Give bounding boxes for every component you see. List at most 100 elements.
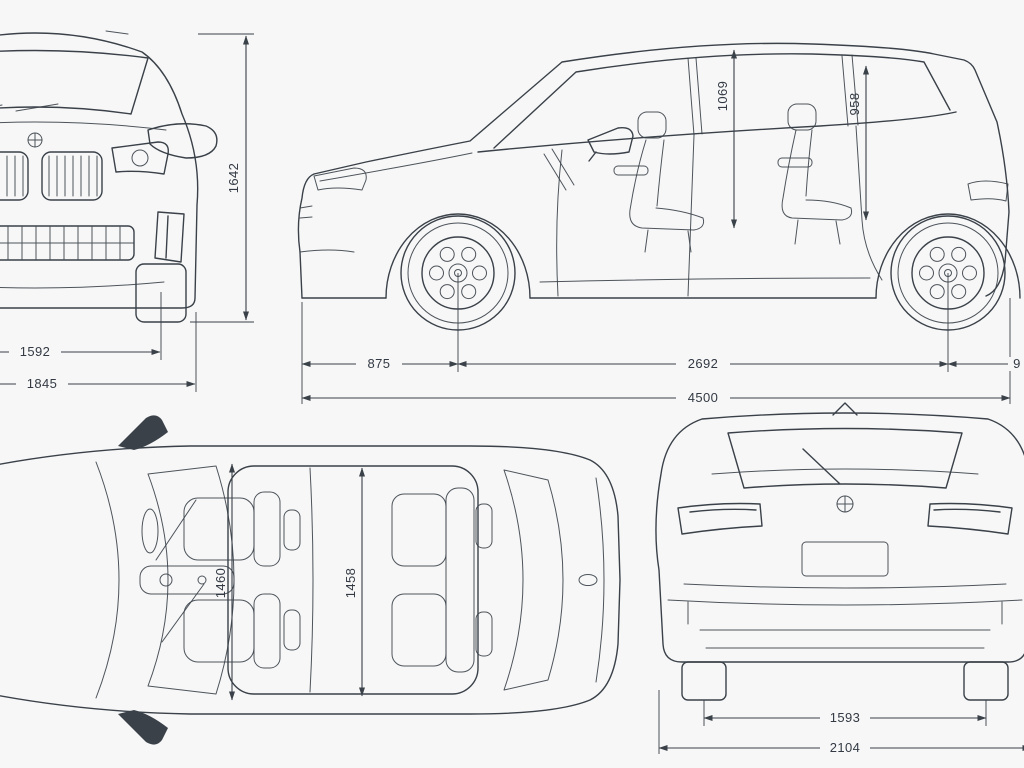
front-view: 1642 1592 1845 bbox=[0, 30, 254, 392]
dim-label-bg bbox=[820, 741, 870, 755]
side-interior-seats bbox=[543, 103, 853, 253]
top-rear-bench-backrest bbox=[445, 487, 475, 673]
rear-taillights bbox=[677, 502, 1013, 535]
side-wheel-arches bbox=[385, 213, 1021, 299]
top-rear-window bbox=[503, 469, 605, 691]
rear-wheel-left bbox=[681, 661, 727, 701]
dim-text-2104: 2104 bbox=[830, 740, 861, 755]
side-extension-lines bbox=[301, 273, 1011, 404]
top-front-seat-right-headrest bbox=[283, 609, 301, 651]
dim-text-rear-overhang: 9 bbox=[1013, 356, 1021, 371]
dim-text-1642: 1642 bbox=[226, 163, 241, 194]
roundel-cross bbox=[27, 132, 43, 148]
top-sunroof-divider bbox=[309, 467, 314, 693]
front-corner-intakes bbox=[154, 211, 185, 263]
front-wipers bbox=[0, 103, 59, 112]
dim-text-2692: 2692 bbox=[688, 356, 719, 371]
top-front-seat-left-headrest bbox=[283, 509, 301, 551]
front-extension-lines bbox=[160, 33, 254, 392]
rear-window bbox=[727, 427, 963, 489]
side-front-headrest bbox=[637, 111, 667, 139]
dim-label-1458: 1458 bbox=[343, 568, 358, 599]
dim-label-bg bbox=[820, 711, 870, 725]
headlight-right-lens bbox=[131, 149, 149, 167]
rim-holes bbox=[429, 246, 487, 300]
rear-body-outline bbox=[655, 412, 1024, 663]
top-antenna-fin bbox=[578, 574, 598, 586]
top-wipers bbox=[155, 499, 205, 643]
top-shifter bbox=[159, 573, 173, 587]
dim-label-1069: 1069 bbox=[715, 81, 730, 112]
grille-left-kidney bbox=[0, 151, 29, 201]
mesh-grid bbox=[0, 226, 135, 260]
dim-text-1460: 1460 bbox=[213, 568, 228, 599]
dim-text-1458: 1458 bbox=[343, 568, 358, 599]
front-body-outline bbox=[0, 32, 199, 309]
dim-label-bg bbox=[356, 357, 402, 371]
side-door-handle-front bbox=[613, 165, 649, 176]
dim-text-4500: 4500 bbox=[688, 390, 719, 405]
dim-label-bg bbox=[9, 345, 61, 359]
dim-label-bg bbox=[1008, 357, 1024, 371]
top-body-outline bbox=[0, 445, 621, 715]
top-mirror-left bbox=[118, 415, 168, 450]
side-pillars bbox=[687, 54, 859, 136]
front-windshield bbox=[0, 49, 149, 115]
front-roof-rails bbox=[105, 30, 129, 35]
rim-holes bbox=[919, 246, 977, 300]
front-hood-line bbox=[0, 121, 167, 131]
front-kidney-grille bbox=[0, 151, 103, 201]
rear-bumper-diffuser bbox=[687, 601, 1003, 649]
top-roof-panel bbox=[227, 465, 479, 695]
front-lower-mesh bbox=[0, 225, 135, 261]
side-rear-details bbox=[539, 180, 1009, 283]
rear-antenna-fin bbox=[832, 402, 858, 416]
side-mirror bbox=[587, 126, 634, 162]
rear-extension-lines bbox=[658, 690, 987, 754]
rear-tailgate-lines bbox=[667, 468, 1023, 606]
front-bmw-roundel bbox=[27, 132, 43, 148]
dim-label-bg bbox=[16, 377, 68, 391]
top-front-seat-right-cushion bbox=[183, 599, 255, 663]
rear-view: 1593 2104 bbox=[655, 402, 1024, 755]
dim-text-1593: 1593 bbox=[830, 710, 861, 725]
dim-label-bg bbox=[676, 391, 730, 405]
side-view: 1069 958 875 2692 9 4500 bbox=[297, 42, 1024, 405]
dim-label-height: 1642 bbox=[226, 163, 241, 194]
top-front-seat-left-cushion bbox=[183, 497, 255, 561]
top-console-dial bbox=[197, 575, 207, 585]
side-door-cuts bbox=[556, 125, 883, 297]
top-rear-headrest-left bbox=[475, 503, 493, 549]
dim-text-1069: 1069 bbox=[715, 81, 730, 112]
top-view: 1460 1458 bbox=[0, 415, 621, 745]
rear-wheel-right bbox=[963, 661, 1009, 701]
top-rear-seat-left-cushion bbox=[391, 493, 447, 567]
dim-text-875: 875 bbox=[368, 356, 391, 371]
side-front-details bbox=[299, 152, 473, 253]
front-lower-lip bbox=[0, 281, 165, 289]
side-front-seat bbox=[629, 139, 705, 253]
top-front-seat-right-backrest bbox=[253, 593, 281, 669]
grille-slats bbox=[6, 155, 98, 197]
side-greenhouse bbox=[493, 53, 951, 149]
dim-text-1845: 1845 bbox=[27, 376, 58, 391]
top-seats bbox=[139, 487, 493, 673]
side-rear-seat bbox=[781, 129, 853, 245]
top-front-seat-left-backrest bbox=[253, 491, 281, 567]
dim-text-958: 958 bbox=[847, 93, 862, 116]
rear-license-plate bbox=[801, 541, 889, 577]
top-steering-wheel bbox=[141, 508, 159, 554]
dim-label-bg bbox=[676, 357, 730, 371]
side-door-handle-rear bbox=[777, 157, 813, 168]
side-rear-headrest bbox=[787, 103, 817, 131]
side-steering-wheel bbox=[543, 148, 575, 191]
top-mirror-right bbox=[118, 710, 168, 745]
side-beltline bbox=[477, 111, 957, 153]
dim-label-958: 958 bbox=[847, 93, 862, 116]
front-headlights bbox=[111, 141, 169, 175]
roundel-cross bbox=[836, 495, 854, 513]
side-body-outline bbox=[297, 42, 1010, 299]
rear-bmw-roundel bbox=[836, 495, 854, 513]
dim-text-1592: 1592 bbox=[20, 344, 51, 359]
